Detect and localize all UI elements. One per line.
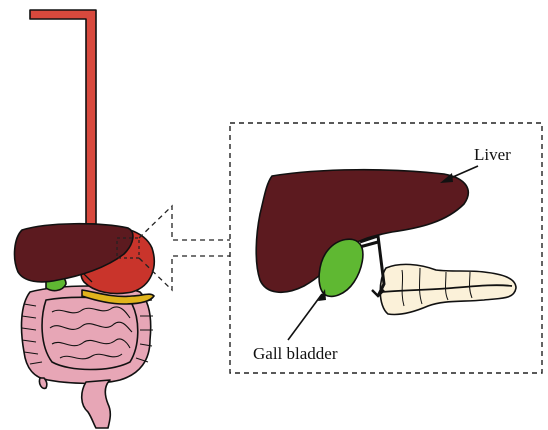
- esophagus: [30, 10, 96, 224]
- gall-bladder-label: Gall bladder: [253, 344, 338, 363]
- digestive-system: [15, 10, 155, 428]
- rectum: [82, 380, 111, 428]
- small-intestine: [42, 297, 138, 369]
- liver-label: Liver: [474, 145, 511, 164]
- appendix: [39, 378, 46, 388]
